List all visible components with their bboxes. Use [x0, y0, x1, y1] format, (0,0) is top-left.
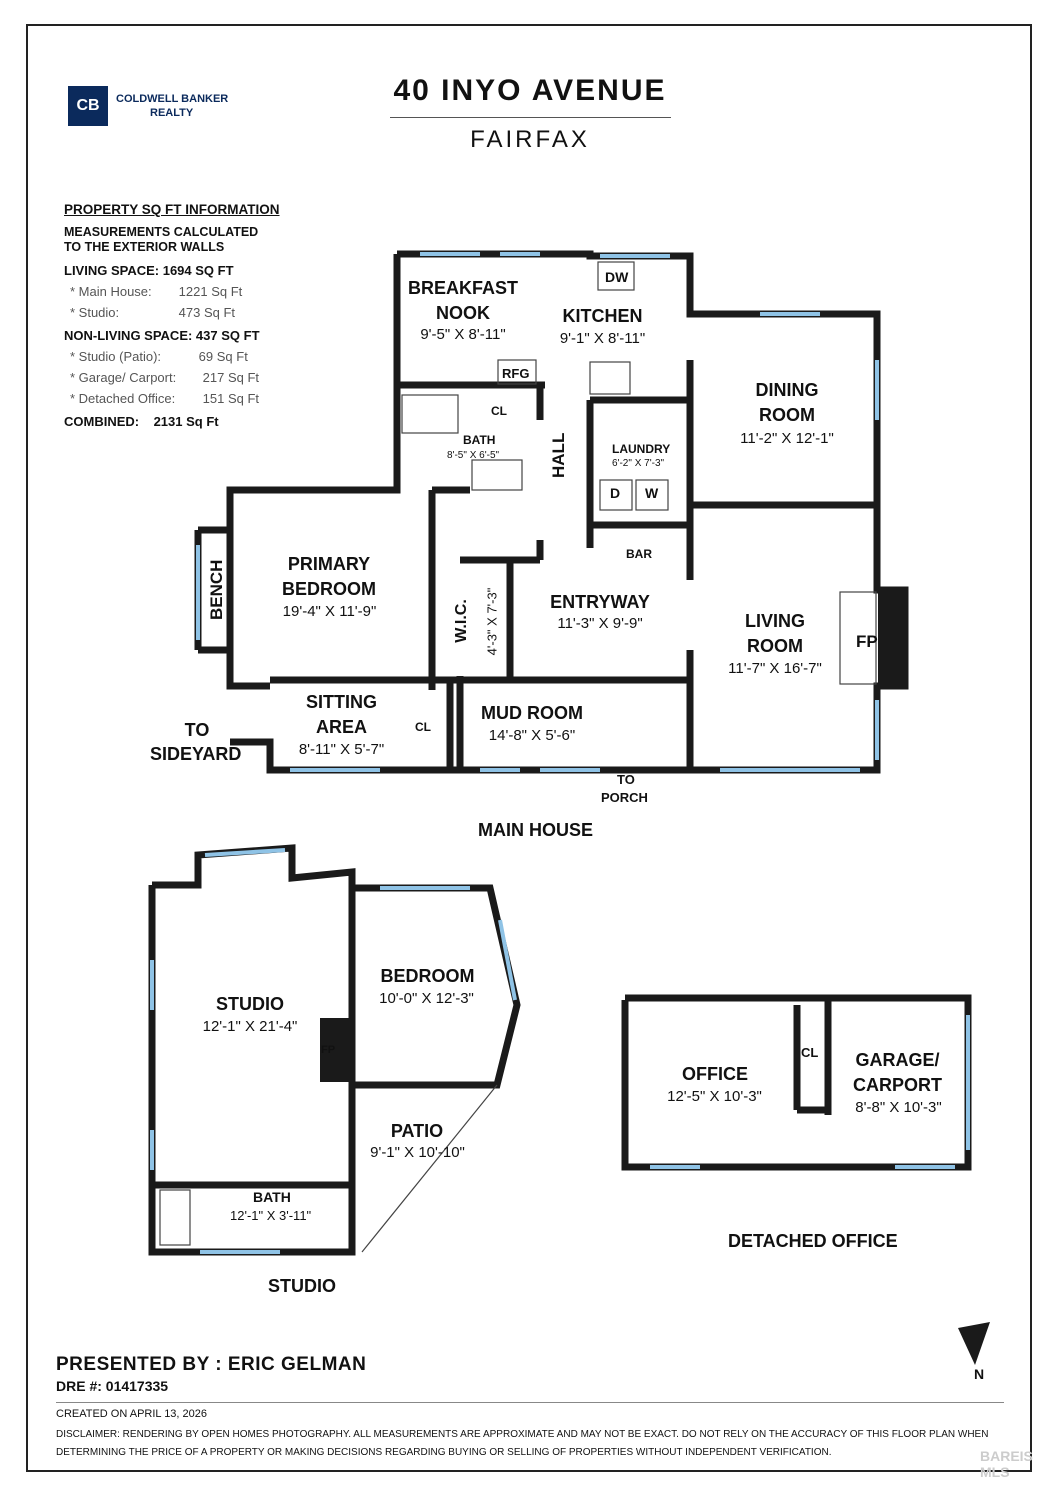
bench-label: BENCH — [207, 559, 226, 620]
room-bedroom-dim: 10'-0" X 12'-3" — [379, 990, 474, 1007]
nonliving-item: * Detached Office:151 Sq Ft — [70, 391, 260, 406]
room-bath-dim: 8'-5" X 6'-5" — [447, 450, 500, 461]
room-sitting-dim: 8'-11" X 5'-7" — [298, 741, 385, 758]
page-subtitle: FAIRFAX — [470, 126, 590, 153]
room-office: OFFICE — [682, 1064, 748, 1084]
logo-mark: CB — [68, 86, 108, 126]
title-divider — [390, 117, 671, 118]
fireplace-label: FP — [321, 1044, 336, 1056]
living-item: * Studio:473 Sq Ft — [70, 305, 236, 320]
room-bedroom: BEDROOM — [380, 966, 475, 986]
dryer-label: D — [610, 485, 621, 501]
fireplace-main — [878, 592, 906, 684]
info-note-2: TO THE EXTERIOR WALLS — [64, 240, 225, 254]
living-item: * Main House:1221 Sq Ft — [70, 284, 243, 299]
presented-by: PRESENTED BY : ERIC GELMAN — [56, 1354, 367, 1375]
fireplace-studio — [320, 1018, 352, 1082]
room-laundry-dim: 6'-2" X 7'-3" — [612, 458, 665, 469]
room-studio-bath: BATH — [253, 1189, 291, 1205]
to-porch-label: PORCH — [601, 790, 648, 805]
fixtures — [159, 261, 877, 1253]
room-office-dim: 12'-5" X 10'-3" — [667, 1088, 762, 1105]
footer-divider — [56, 1402, 1004, 1403]
hall-label: HALL — [549, 432, 568, 478]
studio-caption: STUDIO — [268, 1276, 337, 1296]
wall-office — [621, 994, 972, 1171]
washer-label: W — [645, 485, 659, 501]
room-entryway-dim: 11'-3" X 9'-9" — [557, 615, 643, 632]
room-studio-bath-dim: 12'-1" X 3'-11" — [230, 1208, 312, 1223]
room-mud: MUD ROOM — [481, 703, 583, 723]
closet-label: CL — [491, 404, 507, 418]
mls-watermark: BAREIS MLS — [980, 1448, 1033, 1480]
to-porch-label: TO — [617, 772, 635, 787]
sqft-info: PROPERTY SQ FT INFORMATION MEASUREMENTS … — [64, 202, 324, 429]
room-kitchen-dim: 9'-1" X 8'-11" — [559, 330, 646, 347]
brand-logo: CB COLDWELL BANKER REALTY — [68, 86, 228, 126]
page-title: 40 INYO AVENUE — [393, 74, 667, 107]
room-wic: W.I.C. 4'-3" X 7'-3" — [452, 587, 500, 656]
wall-main-left — [226, 254, 401, 690]
to-sideyard-label: TO — [184, 720, 210, 740]
created-date: CREATED ON APRIL 13, 2026 — [56, 1408, 208, 1420]
room-bath: BATH — [463, 433, 496, 447]
living-space-label: LIVING SPACE: 1694 SQ FT — [64, 263, 234, 278]
room-mud-dim: 14'-8" X 5'-6" — [488, 727, 576, 744]
room-kitchen: KITCHEN — [562, 306, 643, 326]
room-dining-dim: 11'-2" X 12'-1" — [740, 430, 834, 447]
room-garage: GARAGE/CARPORT — [853, 1050, 942, 1095]
page-frame — [26, 24, 1032, 1472]
room-breakfast-dim: 9'-5" X 8'-11" — [420, 326, 506, 343]
logo-line2: REALTY — [150, 107, 194, 119]
room-patio: PATIO — [390, 1121, 444, 1141]
to-sideyard-label: SIDEYARD — [150, 744, 242, 764]
nonliving-item: * Studio (Patio):69 Sq Ft — [70, 349, 248, 364]
room-studio: STUDIO — [215, 994, 284, 1014]
nonliving-item: * Garage/ Carport:217 Sq Ft — [70, 370, 260, 385]
room-laundry: LAUNDRY — [612, 442, 671, 456]
nonliving-space-label: NON-LIVING SPACE: 437 SQ FT — [64, 328, 260, 343]
room-studio-dim: 12'-1" X 21'-4" — [202, 1018, 298, 1035]
closet-label: CL — [415, 720, 431, 734]
info-note-1: MEASUREMENTS CALCULATED — [64, 225, 259, 239]
dishwasher-label: DW — [605, 269, 629, 285]
info-heading: PROPERTY SQ FT INFORMATION — [64, 202, 280, 217]
detached-office-caption: DETACHED OFFICE — [728, 1231, 898, 1251]
fireplace-label: FP — [856, 632, 878, 651]
closet-label: CL — [801, 1045, 819, 1060]
dre-number: DRE #: 01417335 — [56, 1378, 169, 1394]
room-primary-dim: 19'-4" X 11'-9" — [282, 603, 377, 620]
bar-label: BAR — [626, 547, 652, 561]
windows — [150, 252, 970, 1254]
room-living-dim: 11'-7" X 16'-7" — [728, 660, 822, 677]
fridge-label: RFG — [502, 366, 530, 381]
room-entryway: ENTRYWAY — [550, 592, 650, 612]
combined-label: COMBINED: 2131 Sq Ft — [64, 414, 219, 429]
north-arrow-icon — [958, 1322, 990, 1365]
disclaimer: DISCLAIMER: RENDERING BY OPEN HOMES PHOT… — [56, 1429, 989, 1458]
room-patio-dim: 9'-1" X 10'-10" — [370, 1144, 465, 1161]
main-house-caption: MAIN HOUSE — [478, 820, 594, 840]
room-garage-dim: 8'-8" X 10'-3" — [855, 1099, 942, 1116]
north-label: N — [974, 1366, 985, 1382]
logo-line1: COLDWELL BANKER — [116, 93, 229, 105]
